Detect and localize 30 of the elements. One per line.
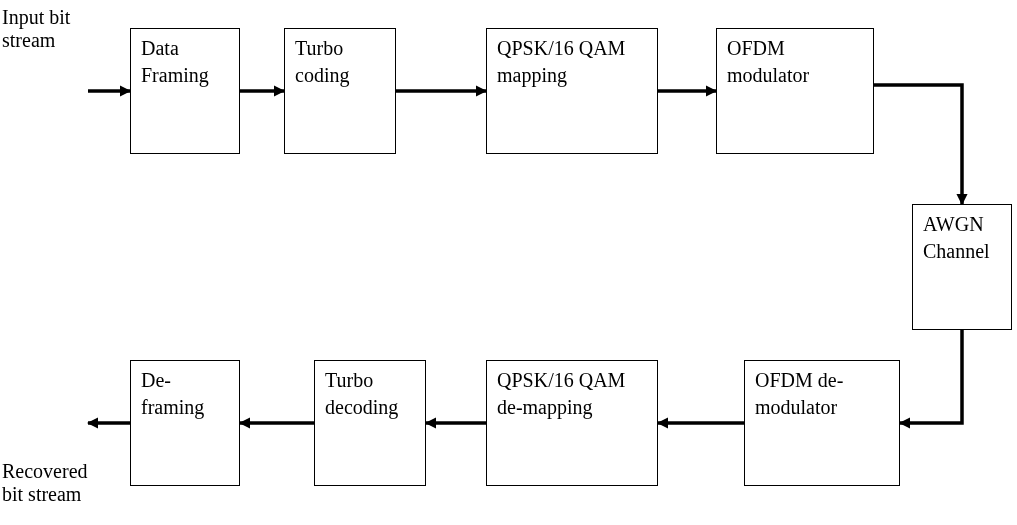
process-box <box>486 360 658 486</box>
process-box <box>314 360 426 486</box>
box-label: Data Framing <box>141 36 210 89</box>
arrow <box>874 83 968 206</box>
arrow <box>238 417 314 429</box>
box-label: Turbo decoding <box>325 368 400 421</box>
process-box <box>130 360 240 486</box>
box-label: AWGN Channel <box>923 212 989 264</box>
arrow <box>240 85 286 97</box>
io-label: Recovered bit stream <box>2 460 89 506</box>
arrow <box>88 85 132 97</box>
arrow <box>898 330 964 429</box>
arrow <box>396 85 488 97</box>
box-label: OFDM modulator <box>727 36 811 88</box>
arrow <box>86 417 130 429</box>
box-label: OFDM de-modulator <box>755 368 845 420</box>
arrow <box>656 417 744 429</box>
process-box <box>716 28 874 154</box>
process-box <box>744 360 900 486</box>
process-box <box>284 28 396 154</box>
box-label: Turbo coding <box>295 36 351 89</box>
process-box <box>912 204 1012 330</box>
box-label: QPSK/16 QAM de-mapping <box>497 368 627 421</box>
io-label: Input bit stream <box>2 6 72 52</box>
arrow <box>658 85 718 97</box>
box-label: De-framing <box>141 368 206 421</box>
process-box <box>486 28 658 154</box>
box-label: QPSK/16 QAM mapping <box>497 36 627 89</box>
arrow <box>424 417 486 429</box>
process-box <box>130 28 240 154</box>
